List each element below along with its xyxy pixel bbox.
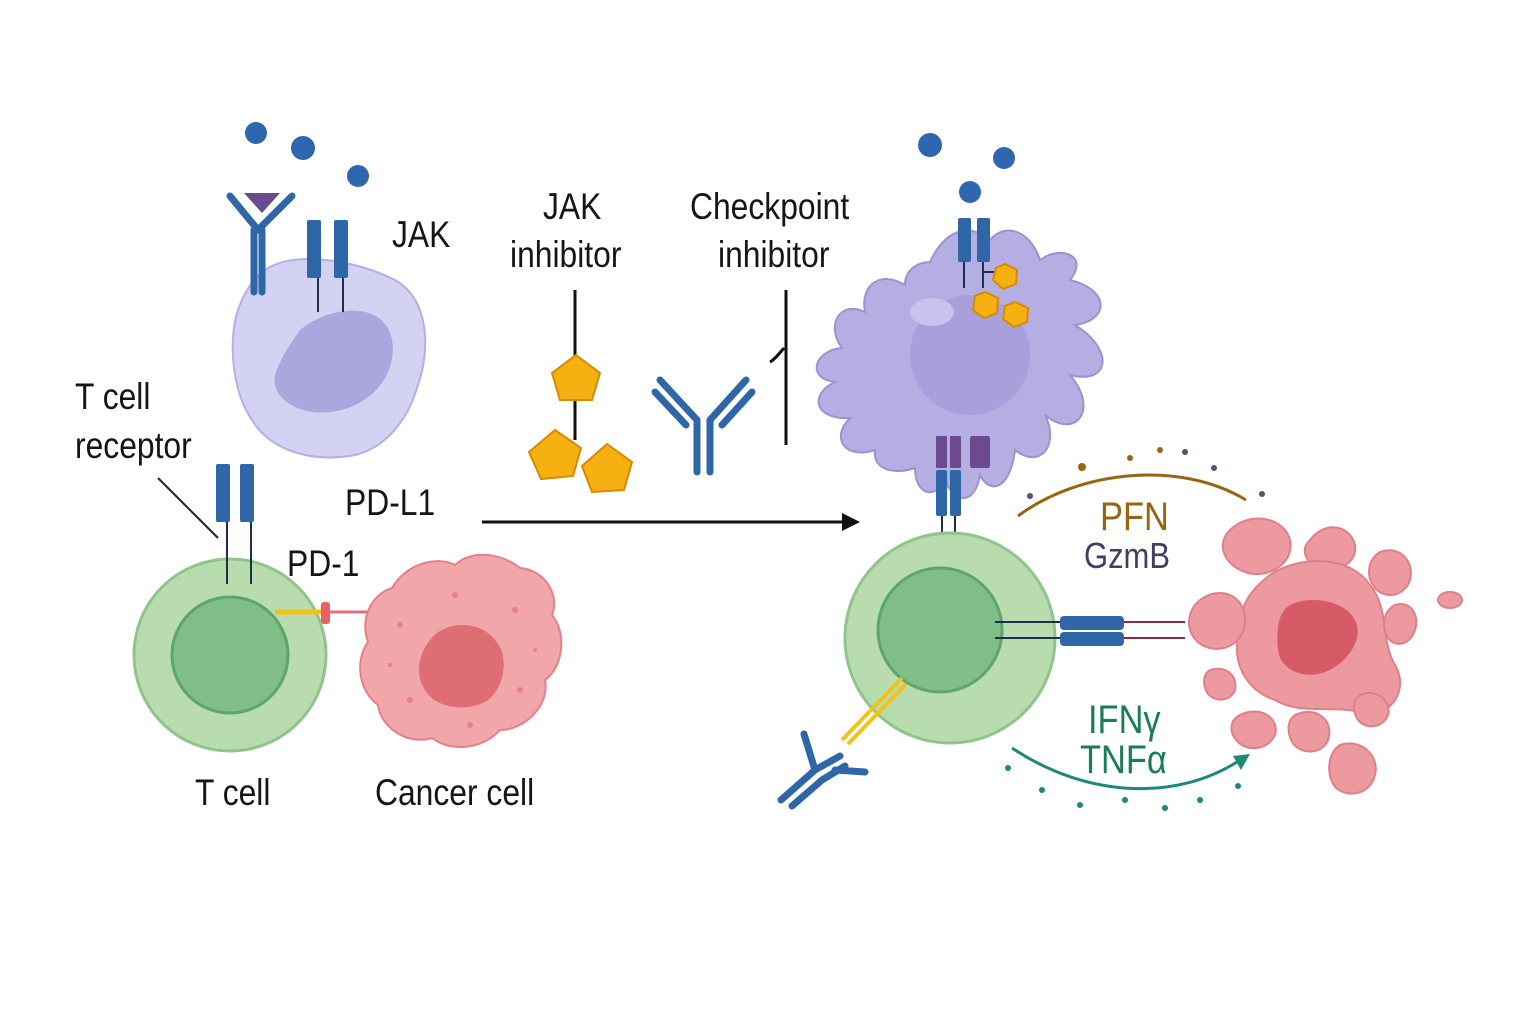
dendritic-cell	[815, 229, 1104, 500]
tcr-pointer-line	[157, 477, 219, 539]
label-gzmb: GzmB	[1084, 535, 1171, 576]
jak-inhibitor-molecule	[527, 290, 634, 494]
cancer-cell-left	[359, 553, 563, 748]
label-pd-1: PD-1	[287, 543, 360, 584]
antigen-presenting-cell	[231, 258, 427, 459]
progression-arrow	[482, 513, 860, 531]
dc-jak-receptor	[958, 218, 1030, 329]
ifn-tnf-arc	[1005, 746, 1250, 811]
t-cell-left	[132, 557, 328, 753]
cytokine-dots-right	[918, 133, 1015, 203]
jak-receptor	[307, 220, 348, 312]
mhc-tcr-complex	[936, 436, 990, 545]
tcr-tumor-bond	[995, 616, 1185, 646]
label-pfn: PFN	[1100, 495, 1169, 539]
label-t-cell: T cell	[195, 772, 271, 813]
checkpoint-inhibitor-antibody	[651, 376, 756, 476]
label-ifn: IFNγ	[1088, 698, 1161, 742]
label-tnf: TNFα	[1080, 738, 1167, 782]
label-checkpoint-1: Checkpoint	[690, 186, 850, 227]
pfn-gzmb-arc	[1017, 447, 1265, 518]
label-jak: JAK	[392, 214, 451, 255]
bound-checkpoint-antibody	[777, 676, 908, 810]
antibody-receptor-left	[226, 192, 296, 296]
checkpoint-blocker-line	[769, 290, 788, 445]
ligand-triangle	[244, 193, 280, 213]
label-jak-inhibitor-1: JAK	[543, 186, 602, 227]
label-tcr-1: T cell	[75, 376, 151, 417]
label-jak-inhibitor-2: inhibitor	[510, 234, 622, 275]
label-checkpoint-2: inhibitor	[718, 234, 830, 275]
label-tcr-2: receptor	[75, 425, 192, 466]
cytokine-dots-left	[245, 122, 369, 187]
label-pd-l1: PD-L1	[345, 482, 436, 523]
dying-cell-nucleus	[1277, 600, 1358, 675]
label-cancer-cell: Cancer cell	[375, 772, 535, 813]
tcr-receptor-left	[216, 464, 254, 584]
